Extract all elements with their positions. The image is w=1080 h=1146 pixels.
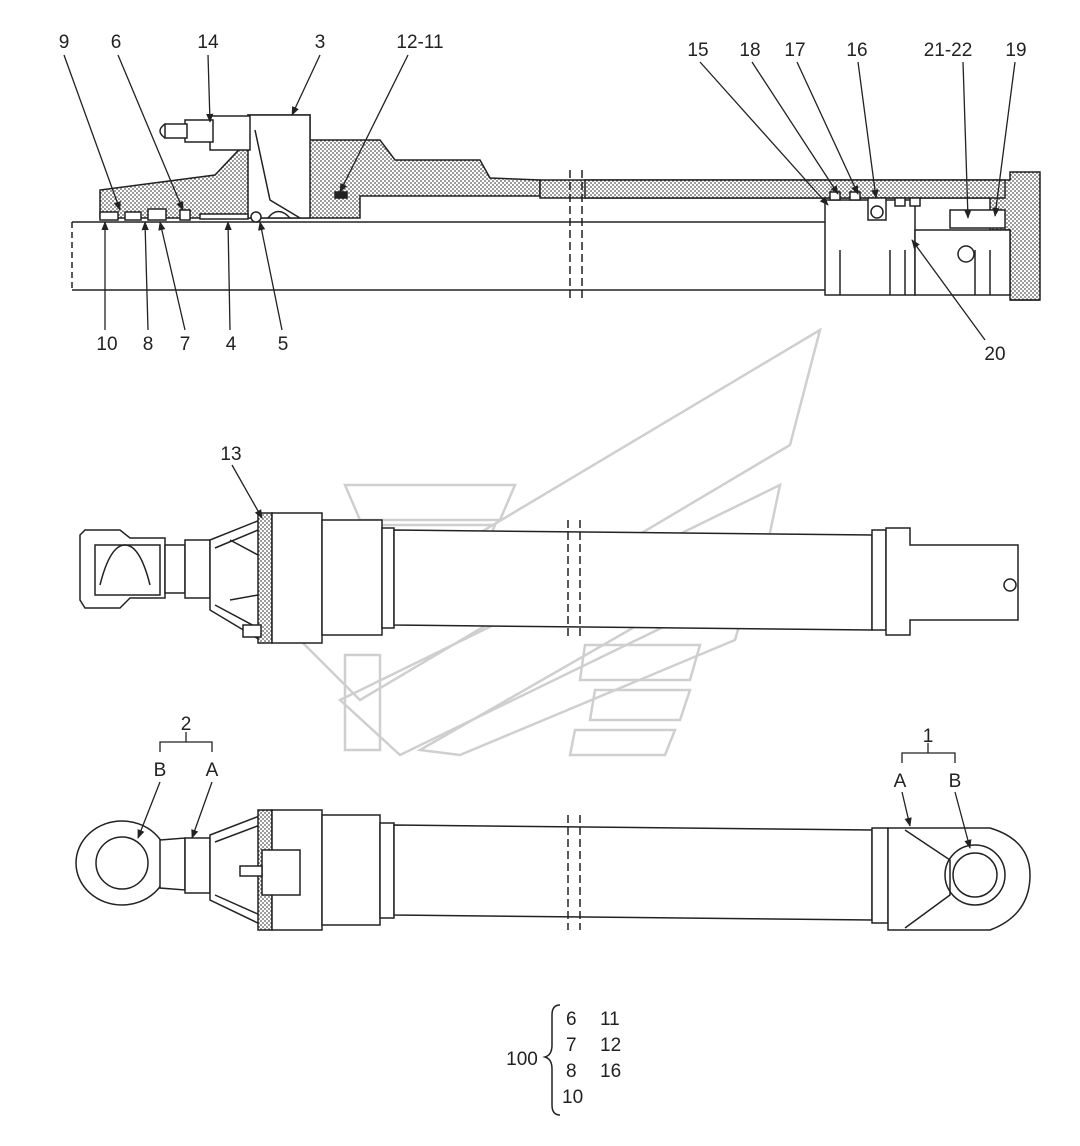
cylinder-side-view	[79, 512, 1019, 644]
bottom-leaders	[137, 732, 972, 849]
callout-20: 20	[984, 344, 1005, 365]
callout-9: 9	[59, 32, 70, 53]
seal-kit-list: 100 6 7 8 10 11 12 16	[506, 1004, 621, 1116]
callout-14: 14	[197, 32, 219, 53]
callout-10: 10	[96, 334, 117, 355]
callout-4: 4	[226, 334, 237, 355]
kit-number: 100	[506, 1049, 538, 1070]
callout-5: 5	[278, 334, 289, 355]
callout-2-a: A	[206, 760, 219, 781]
callout-8: 8	[143, 334, 154, 355]
top-callouts: 9 6 14 3 12-11 15 18 17 16 21-22 19 10 8…	[59, 32, 1027, 365]
mid-leaders	[231, 464, 263, 519]
bottom-callouts: 2 B A 1 A B	[154, 714, 962, 792]
kit-item: 10	[562, 1087, 583, 1108]
callout-1-a: A	[894, 771, 907, 792]
callout-7: 7	[180, 334, 191, 355]
callout-1: 1	[923, 726, 934, 747]
callout-3: 3	[315, 32, 326, 53]
callout-15: 15	[687, 40, 708, 61]
callout-2-b: B	[154, 760, 167, 781]
callout-21-22: 21-22	[924, 40, 973, 61]
top-leaders	[63, 54, 1016, 341]
callout-12-11: 12-11	[396, 32, 443, 53]
callout-2: 2	[181, 714, 192, 735]
kit-item: 7	[566, 1035, 577, 1056]
callout-16: 16	[846, 40, 867, 61]
sectional-view	[71, 114, 1041, 301]
kit-item: 12	[600, 1035, 621, 1056]
callout-18: 18	[739, 40, 760, 61]
callout-17: 17	[784, 40, 805, 61]
callout-6: 6	[111, 32, 122, 53]
kit-item: 16	[600, 1061, 621, 1082]
callout-19: 19	[1005, 40, 1026, 61]
kit-item: 8	[566, 1061, 577, 1082]
kit-item: 6	[566, 1009, 577, 1030]
cylinder-eye-view	[75, 809, 1031, 931]
callout-1-b: B	[949, 771, 962, 792]
kit-item: 11	[600, 1009, 620, 1030]
callout-13: 13	[220, 444, 241, 465]
